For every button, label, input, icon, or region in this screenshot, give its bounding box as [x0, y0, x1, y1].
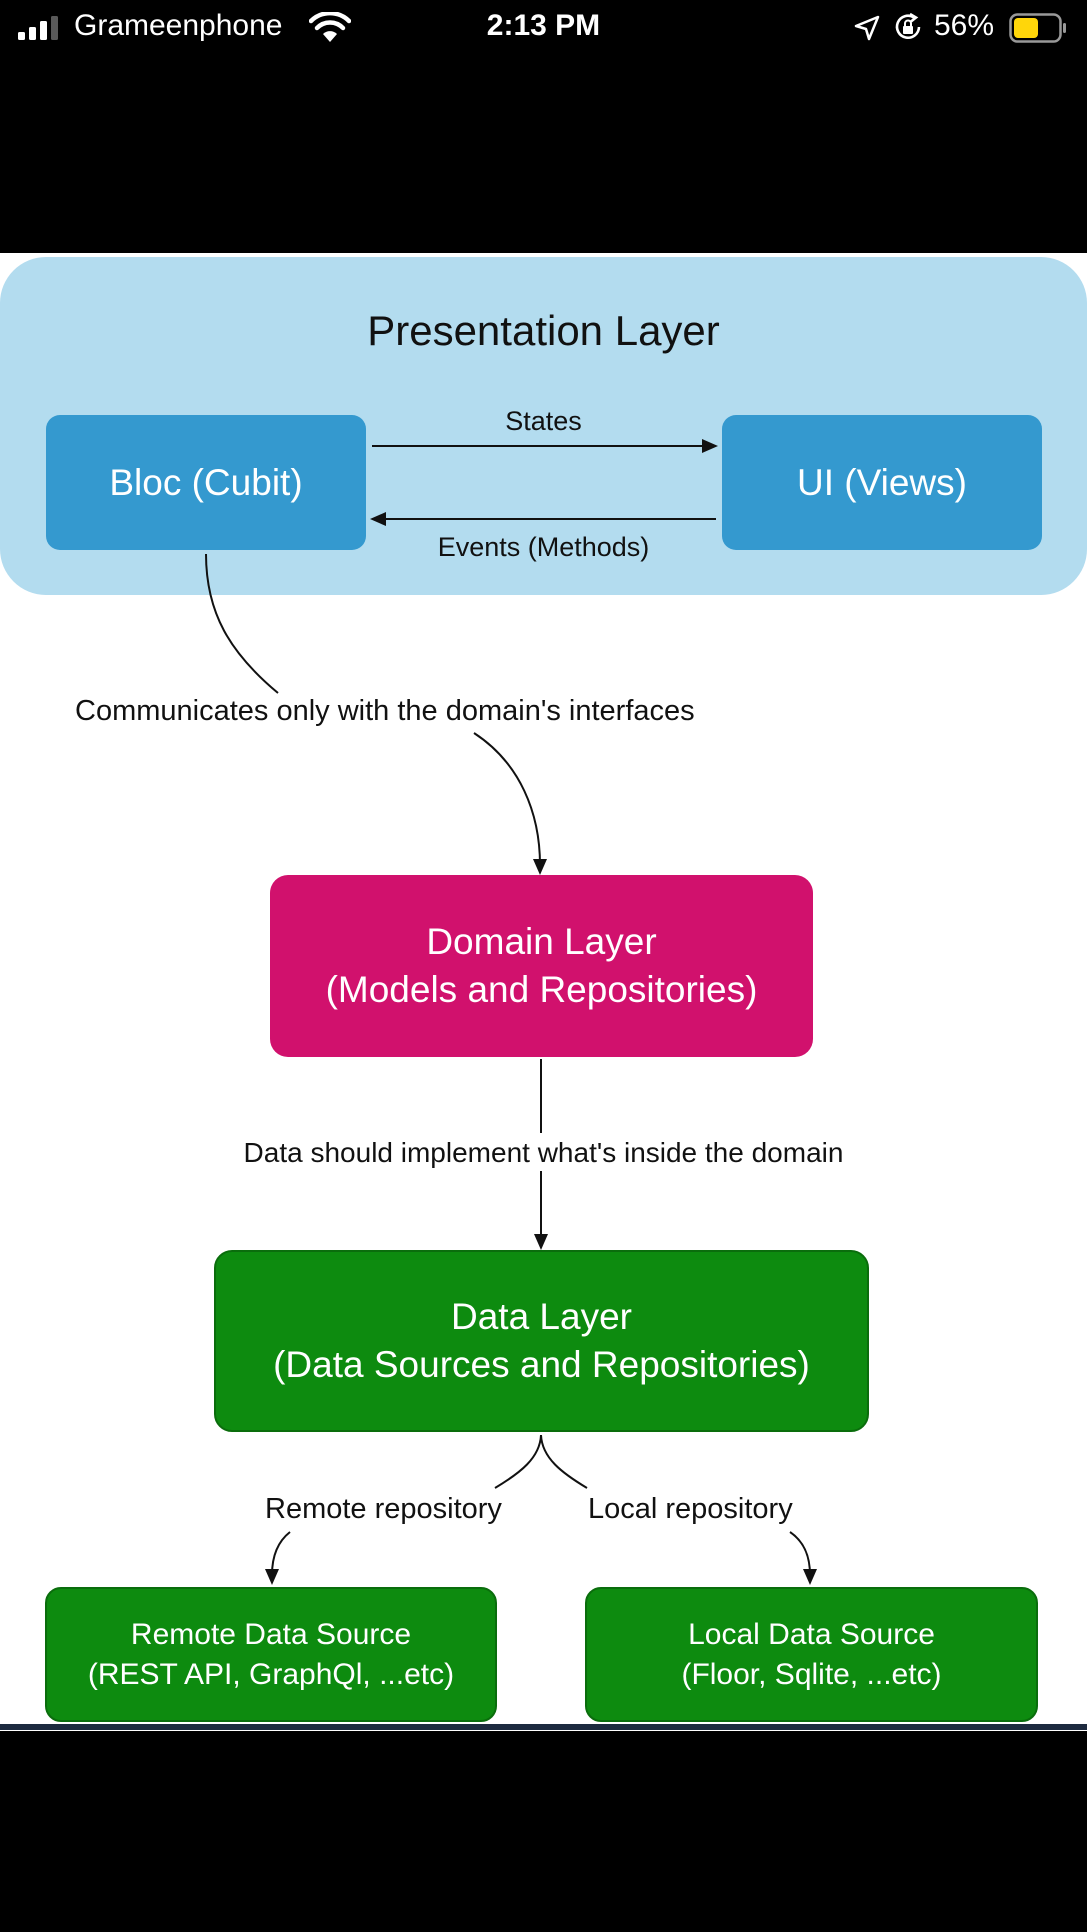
- label-to-domain-curve: [473, 732, 541, 866]
- battery-icon: [1009, 13, 1066, 43]
- carrier-name: Grameenphone: [74, 9, 283, 42]
- ui-views-box: UI (Views): [722, 415, 1042, 550]
- local-data-source-title: Local Data Source: [688, 1617, 935, 1651]
- remote-repository-label: Remote repository: [265, 1493, 502, 1525]
- local-repository-label: Local repository: [588, 1493, 793, 1525]
- bloc-cubit-label: Bloc (Cubit): [109, 461, 303, 503]
- wifi-icon: [309, 12, 351, 42]
- remote-data-source-box: Remote Data Source (REST API, GraphQl, .…: [45, 1587, 497, 1722]
- bloc-cubit-box: Bloc (Cubit): [46, 415, 366, 550]
- states-arrowhead: [702, 439, 718, 453]
- status-bar: Grameenphone 2:13 PM 56%: [0, 0, 1087, 56]
- local-data-source-box: Local Data Source (Floor, Sqlite, ...etc…: [585, 1587, 1038, 1722]
- data-layer-subtitle: (Data Sources and Repositories): [273, 1344, 810, 1385]
- bloc-to-label-curve: [205, 553, 279, 694]
- domain-layer-subtitle: (Models and Repositories): [325, 969, 758, 1010]
- local-data-source-subtitle: (Floor, Sqlite, ...etc): [681, 1657, 942, 1691]
- battery-percentage: 56%: [934, 9, 995, 42]
- local-arrowhead: [803, 1569, 817, 1585]
- events-arrowhead: [370, 512, 386, 526]
- presentation-layer-title: Presentation Layer: [367, 307, 720, 354]
- domain-layer-title: Domain Layer: [426, 921, 657, 962]
- rotation-lock-icon: [895, 12, 921, 40]
- diagram-connectors: [205, 439, 817, 1585]
- states-arrow-label: States: [505, 406, 582, 436]
- data-layer-box: Data Layer (Data Sources and Repositorie…: [214, 1250, 869, 1432]
- local-arrow-curve: [789, 1531, 811, 1576]
- communicates-label: Communicates only with the domain's inte…: [75, 695, 695, 727]
- events-arrow-label: Events (Methods): [437, 532, 650, 562]
- remote-arrowhead: [265, 1569, 279, 1585]
- implement-domain-label: Data should implement what's inside the …: [243, 1137, 844, 1168]
- remote-data-source-title: Remote Data Source: [130, 1617, 412, 1651]
- ui-views-label: UI (Views): [797, 461, 967, 503]
- data-split-right: [540, 1434, 588, 1489]
- clock-time: 2:13 PM: [486, 9, 601, 42]
- diagram-bottom-edge: [0, 1724, 1087, 1730]
- cellular-signal-icon: [18, 16, 62, 40]
- domain-arrowhead: [533, 859, 547, 875]
- data-arrowhead: [534, 1234, 548, 1250]
- architecture-diagram: Presentation Layer Bloc (Cubit) UI (View…: [0, 253, 1087, 1731]
- data-layer-title: Data Layer: [451, 1296, 632, 1337]
- remote-arrow-curve: [271, 1531, 291, 1576]
- location-arrow-icon: [854, 15, 880, 41]
- data-split-left: [494, 1434, 542, 1489]
- remote-data-source-subtitle: (REST API, GraphQl, ...etc): [87, 1657, 455, 1691]
- domain-layer-box: Domain Layer (Models and Repositories): [270, 875, 813, 1057]
